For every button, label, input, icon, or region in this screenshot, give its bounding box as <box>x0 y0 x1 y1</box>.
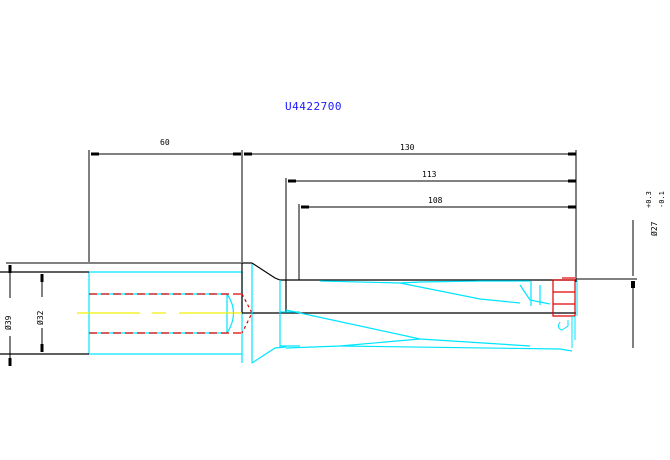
tolerance-upper: +0.3 <box>645 191 653 208</box>
dim-diameter-27: Ø27 +0.3 -0.1 <box>576 191 666 348</box>
dim-label-dia27: Ø27 <box>649 221 659 236</box>
dim-label-60: 60 <box>160 138 170 147</box>
dim-label-dia39: Ø39 <box>3 315 13 330</box>
dim-flute-length: 108 <box>298 196 576 280</box>
drill-flutes <box>285 280 573 352</box>
shank-body <box>88 271 243 363</box>
dim-flute-length-max: 113 <box>285 170 576 282</box>
dim-label-130: 130 <box>400 143 415 152</box>
dim-overall-length: 130 <box>244 143 577 282</box>
tolerance-lower: -0.1 <box>658 191 666 208</box>
cutting-insert <box>552 277 576 317</box>
dim-diameter-39: Ø39 <box>3 262 242 366</box>
dim-shank-length: 60 <box>88 138 243 262</box>
dim-label-dia32: Ø32 <box>35 310 45 325</box>
dim-label-113: 113 <box>422 170 437 179</box>
part-number-title: U4422700 <box>285 100 342 113</box>
hidden-bore-lines <box>89 293 253 334</box>
dim-label-108: 108 <box>428 196 443 205</box>
tip-detail <box>557 280 578 348</box>
shank-outline <box>0 262 576 355</box>
